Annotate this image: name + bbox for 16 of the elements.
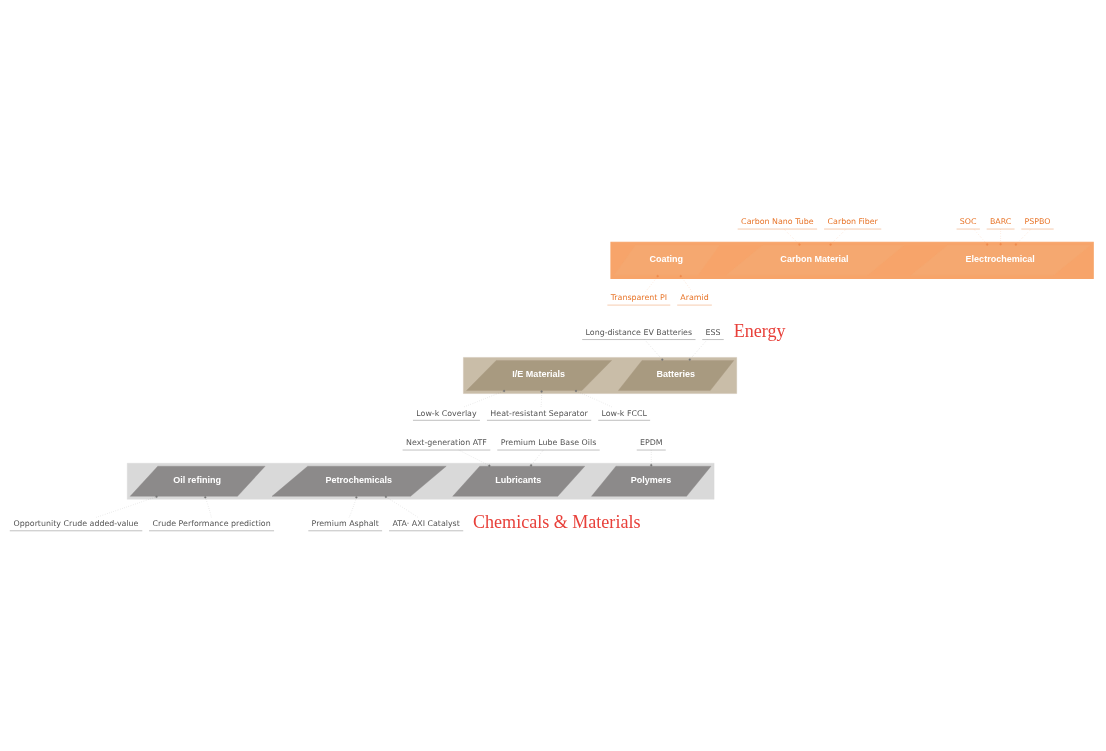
label: Energy: [733, 321, 786, 342]
connector: [349, 496, 358, 518]
connector: [679, 275, 692, 292]
connector: [574, 389, 612, 407]
connector: [783, 228, 801, 246]
connector: [96, 495, 158, 518]
label: Chemicals & Materials: [473, 512, 641, 533]
connector: [458, 449, 491, 467]
connector: [644, 339, 664, 361]
connector: [973, 228, 989, 246]
connector: [384, 495, 418, 518]
connector: [464, 389, 506, 407]
connector: [204, 496, 212, 518]
connector: [530, 449, 544, 467]
connector: [829, 228, 847, 246]
connector: [1014, 228, 1032, 246]
